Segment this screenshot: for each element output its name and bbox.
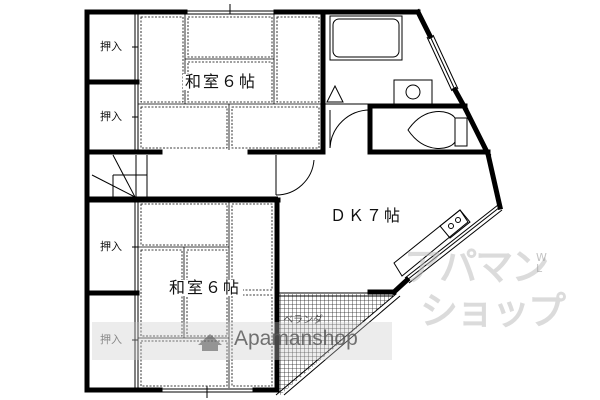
apaman-logo-line1: アパマン — [404, 245, 549, 289]
closet-label-1: 押入 — [100, 40, 122, 53]
room-label-washitsu-upper: 和室６帖 — [183, 72, 260, 91]
watermark-band — [92, 322, 392, 360]
closet-label-4: 押入 — [100, 333, 122, 346]
apaman-logo-badge: WL — [536, 251, 547, 275]
room-label-washitsu-lower: 和室６帖 — [167, 278, 244, 297]
closet-label-2: 押入 — [100, 110, 122, 123]
watermark-text: Apamanshop — [234, 327, 358, 350]
apamanshop-logo-icon — [198, 334, 222, 351]
closet-label-3: 押入 — [100, 240, 122, 253]
room-label-veranda: ベランダ — [283, 315, 323, 326]
apaman-logo-line2: ショップ — [420, 289, 566, 333]
room-label-dk: ＤＫ７帖 — [330, 206, 403, 225]
